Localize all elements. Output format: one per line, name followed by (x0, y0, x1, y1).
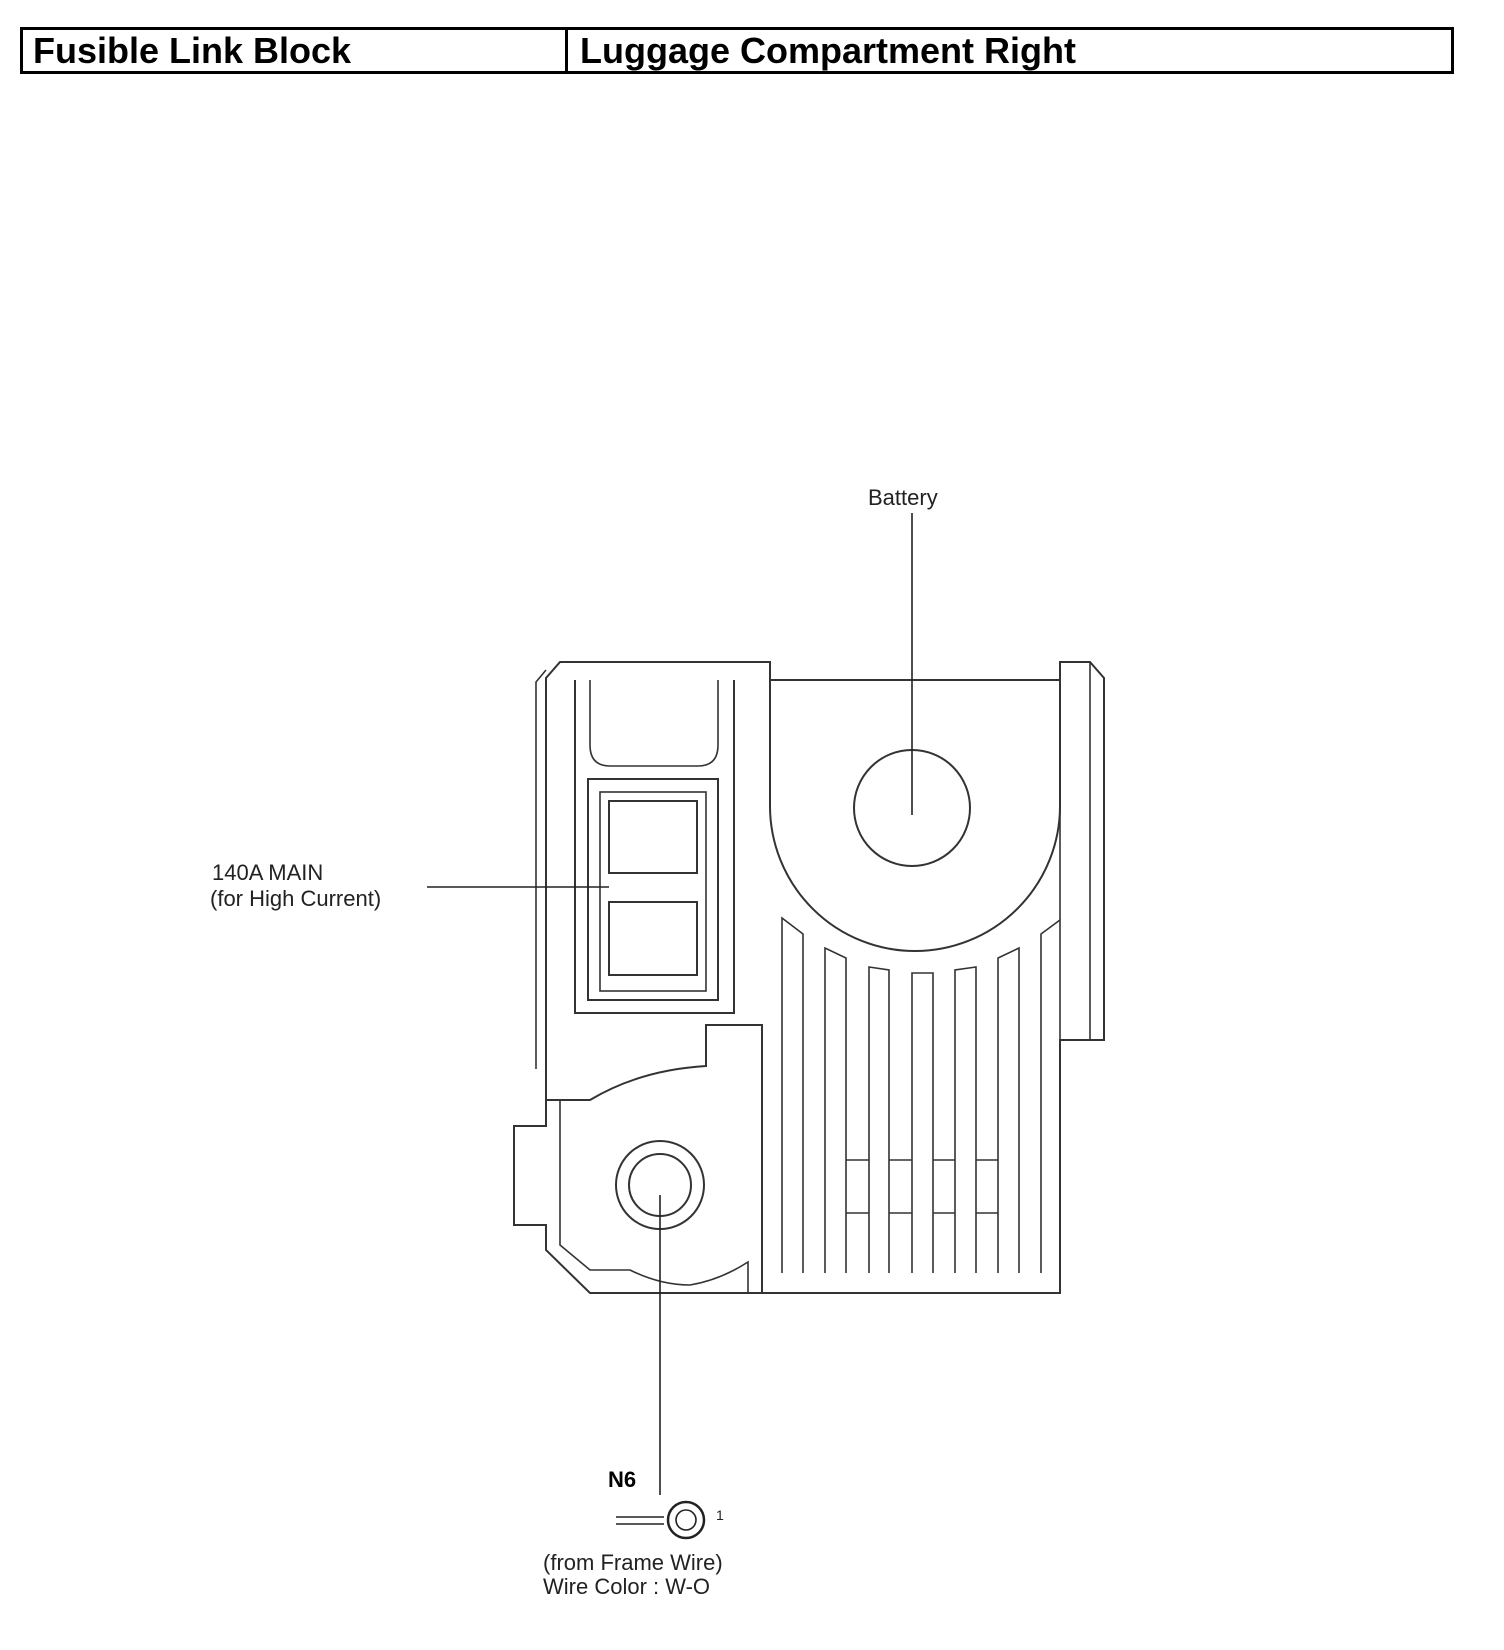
housing-outline (513, 661, 1105, 1294)
fuse-bay (574, 680, 735, 1014)
component-location: Luggage Compartment Right (580, 30, 1076, 71)
ring-terminal-icon (616, 1500, 706, 1540)
battery-label: Battery (868, 485, 938, 510)
title-bar: Fusible Link Block Luggage Compartment R… (20, 27, 1454, 74)
fuse-label-line2: (for High Current) (210, 886, 381, 911)
battery-terminal-area (769, 680, 1061, 952)
main-fuse-140a (608, 800, 698, 976)
connector-id-label: N6 (608, 1467, 636, 1492)
cooling-fins (781, 916, 1061, 1273)
wire-source-label: (from Frame Wire) (543, 1550, 723, 1575)
component-name: Fusible Link Block (23, 30, 568, 71)
pin-number-label: 1 (716, 1507, 724, 1523)
fuse-label-line1: 140A MAIN (212, 860, 323, 885)
wire-color-label: Wire Color : W-O (543, 1574, 710, 1599)
ground-terminal-area (546, 1024, 763, 1293)
